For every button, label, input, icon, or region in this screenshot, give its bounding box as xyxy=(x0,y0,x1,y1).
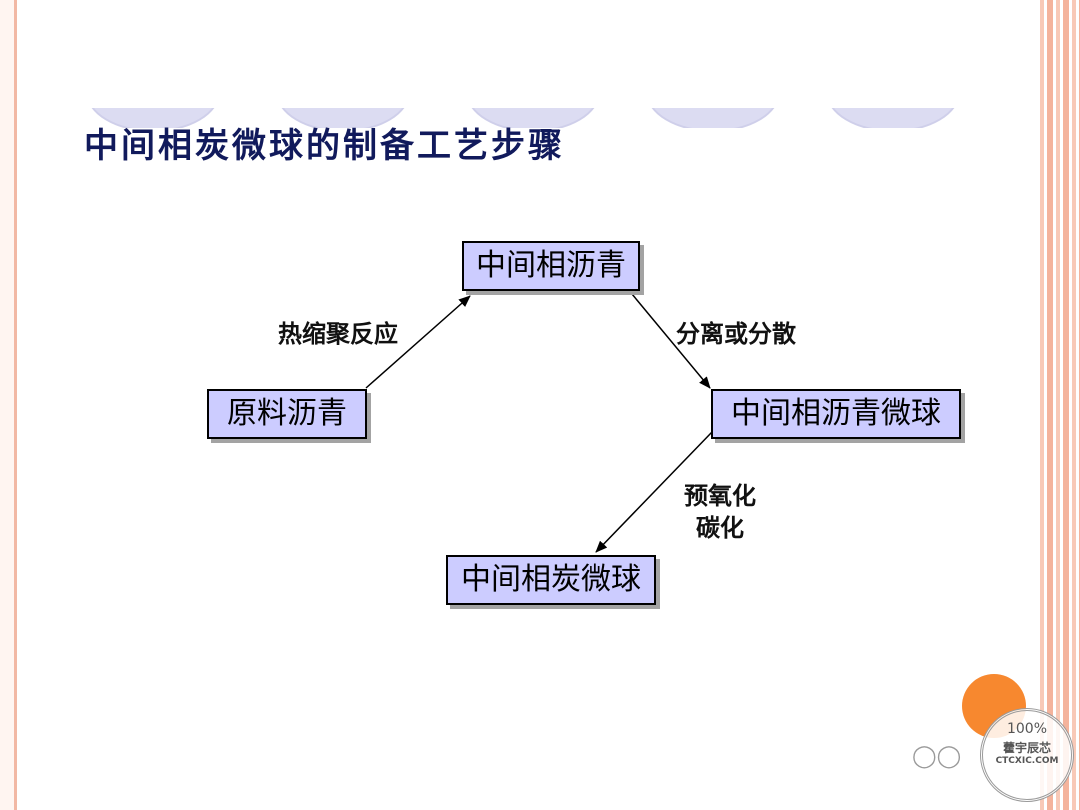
scallop-decoration xyxy=(86,108,956,128)
edge-label-preoxidation: 预氧化 xyxy=(684,482,756,510)
watermark-mid-text: 藿宇辰芯 xyxy=(1002,741,1051,755)
left-border-decoration xyxy=(0,0,17,810)
watermark-stamp: 100% 藿宇辰芯 CTCXIC.COM xyxy=(980,708,1074,802)
right-border-decoration xyxy=(1040,0,1080,810)
arrow-mesophase-to-spheres xyxy=(626,287,711,389)
edge-label-separation: 分离或分散 xyxy=(676,320,796,348)
edge-label-polycondensation: 热缩聚反应 xyxy=(278,320,398,348)
node-mesophase-pitch: 中间相沥青 xyxy=(462,241,640,291)
arrow-spheres-to-microbeads xyxy=(595,431,713,553)
arrow-raw-to-mesophase xyxy=(365,295,471,389)
node-mesocarbon-microbeads: 中间相炭微球 xyxy=(446,555,656,605)
slide-title: 中间相炭微球的制备工艺步骤 xyxy=(84,126,565,166)
watermark-bottom-text: CTCXIC.COM xyxy=(995,756,1059,766)
watermark-top-text: 100% xyxy=(1006,721,1048,737)
node-mesophase-pitch-spheres: 中间相沥青微球 xyxy=(711,389,961,439)
edge-label-carbonization: 碳化 xyxy=(696,514,744,542)
node-raw-pitch: 原料沥青 xyxy=(207,389,367,439)
wechat-icon: ◯◯ xyxy=(912,744,962,769)
